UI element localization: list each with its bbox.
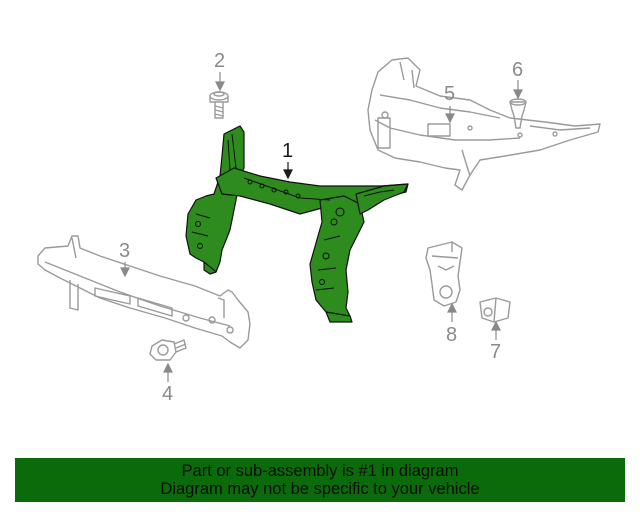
callout-8: 8 xyxy=(446,324,458,346)
callout-3: 3 xyxy=(119,240,131,262)
part-1-radiator-support[interactable] xyxy=(185,125,409,323)
part-8-bracket[interactable] xyxy=(425,241,463,307)
leader-lines xyxy=(120,72,523,382)
part-7-insert[interactable] xyxy=(479,297,511,323)
callout-1: 1 xyxy=(282,140,294,162)
callout-6: 6 xyxy=(512,59,524,81)
callout-2: 2 xyxy=(214,50,226,72)
callout-4: 4 xyxy=(162,383,174,405)
callout-7: 7 xyxy=(490,341,502,363)
part-6-clip[interactable] xyxy=(509,98,527,129)
part-2-bolt[interactable] xyxy=(209,91,229,119)
part-1-details xyxy=(191,133,395,291)
part-5-upper-tie-bar[interactable] xyxy=(367,57,601,191)
part-4-bolt[interactable] xyxy=(149,339,187,361)
footer-banner: Part or sub-assembly is #1 in diagram Di… xyxy=(15,458,625,502)
leader-line-1 xyxy=(283,162,293,180)
footer-line-2: Diagram may not be specific to your vehi… xyxy=(160,480,480,498)
part-3-lower-bar[interactable] xyxy=(37,235,251,349)
callout-5: 5 xyxy=(444,83,456,105)
footer-line-1: Part or sub-assembly is #1 in diagram xyxy=(181,462,459,480)
